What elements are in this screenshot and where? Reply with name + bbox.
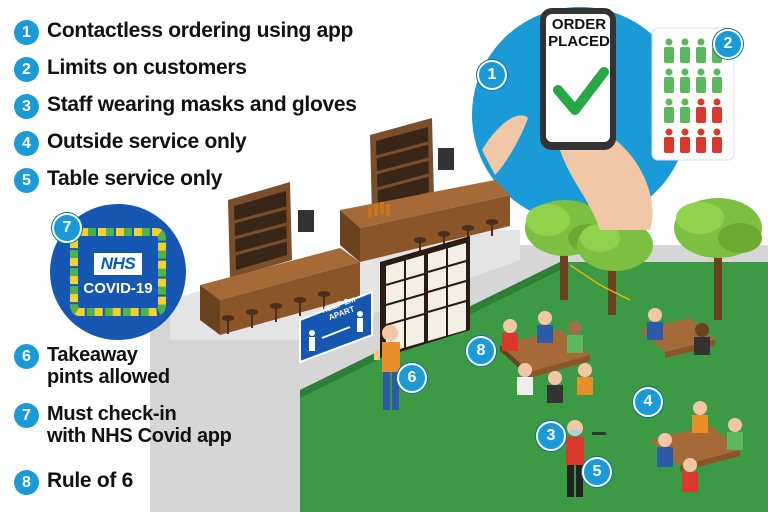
badge-5: 5 [582, 457, 612, 487]
bar-counter-left [200, 248, 360, 335]
person-icon [696, 128, 706, 153]
hand-icon [482, 115, 653, 230]
badge-8: 8 [466, 336, 496, 366]
legend-text-line-2: pints allowed [47, 366, 170, 388]
badge-2: 2 [713, 29, 743, 59]
beer-bottles [368, 202, 390, 218]
nhs-covid-label: COVID-19 [83, 280, 153, 297]
legend-item-2: 2 Limits on customers [14, 57, 247, 82]
person-icon [696, 68, 706, 93]
badge-7: 7 [52, 213, 82, 243]
legend-text: Must check-in with NHS Covid app [47, 403, 232, 447]
table-bottom-right [650, 401, 743, 492]
person-icon [712, 128, 722, 153]
person-icon [664, 128, 674, 153]
back-shelf-right [370, 118, 434, 215]
person-icon [664, 68, 674, 93]
masked-staff-member [566, 420, 606, 497]
legend-number: 3 [14, 94, 39, 119]
legend-text-line-2: with NHS Covid app [47, 425, 232, 447]
legend-text-line-1: Takeaway [47, 344, 138, 366]
legend-text: Takeaway pints allowed [47, 344, 170, 388]
person-icon [696, 98, 706, 123]
takeaway-customer [374, 325, 400, 410]
bar-counter-right [340, 180, 510, 262]
legend-item-5: 5 Table service only [14, 168, 222, 193]
distance-sign [299, 290, 373, 364]
legend-number: 1 [14, 20, 39, 45]
legend-text: Limits on customers [47, 56, 247, 79]
legend-text: Table service only [47, 167, 223, 190]
badge-4: 4 [633, 387, 663, 417]
legend-number: 2 [14, 57, 39, 82]
badge-6: 6 [397, 363, 427, 393]
order-placed-text: ORDER PLACED [548, 16, 610, 50]
badge-1: 1 [477, 60, 507, 90]
back-shelf-left [228, 182, 292, 278]
glass-doors [380, 236, 470, 358]
person-icon [712, 98, 722, 123]
legend-text: Rule of 6 [47, 469, 133, 492]
legend-number: 4 [14, 131, 39, 156]
legend-item-6: 6 Takeaway pints allowed [14, 344, 170, 388]
distance-sign-people [309, 311, 363, 351]
table-group-rule-of-6 [500, 311, 593, 403]
tree-middle [577, 219, 653, 315]
bunting [569, 264, 631, 301]
legend-number: 7 [14, 403, 39, 428]
person-icon [680, 68, 690, 93]
order-line-1: ORDER [551, 16, 607, 33]
table-top-right [640, 308, 715, 358]
bar-stools-left [222, 291, 330, 334]
coffee-machine-right [438, 148, 454, 170]
legend-item-3: 3 Staff wearing masks and gloves [14, 94, 357, 119]
person-icon [696, 38, 706, 63]
legend-text-line-1: Must check-in [47, 403, 177, 425]
person-icon [680, 128, 690, 153]
person-icon [680, 38, 690, 63]
person-icon-grid [664, 38, 722, 153]
legend-number: 8 [14, 470, 39, 495]
legend-item-8: 8 Rule of 6 [14, 470, 133, 495]
legend-number: 6 [14, 344, 39, 369]
legend-item-1: 1 Contactless ordering using app [14, 20, 353, 45]
order-line-2: PLACED [548, 33, 610, 50]
tree-right [674, 198, 762, 320]
nhs-logo: NHS [94, 253, 142, 275]
check-icon [553, 67, 609, 115]
legend-item-4: 4 Outside service only [14, 130, 247, 156]
person-icon [680, 98, 690, 123]
person-icon [712, 68, 722, 93]
legend-item-7: 7 Must check-in with NHS Covid app [14, 403, 232, 447]
person-icon [664, 98, 674, 123]
legend-text: Staff wearing masks and gloves [47, 93, 357, 116]
badge-3: 3 [536, 421, 566, 451]
phone-icon [540, 8, 616, 150]
bar-stools-right [414, 219, 498, 254]
legend-text: Outside service only [47, 130, 247, 153]
legend-number: 5 [14, 168, 39, 193]
person-icon [664, 38, 674, 63]
coffee-machine-left [298, 210, 314, 232]
legend-text: Contactless ordering using app [47, 19, 354, 42]
